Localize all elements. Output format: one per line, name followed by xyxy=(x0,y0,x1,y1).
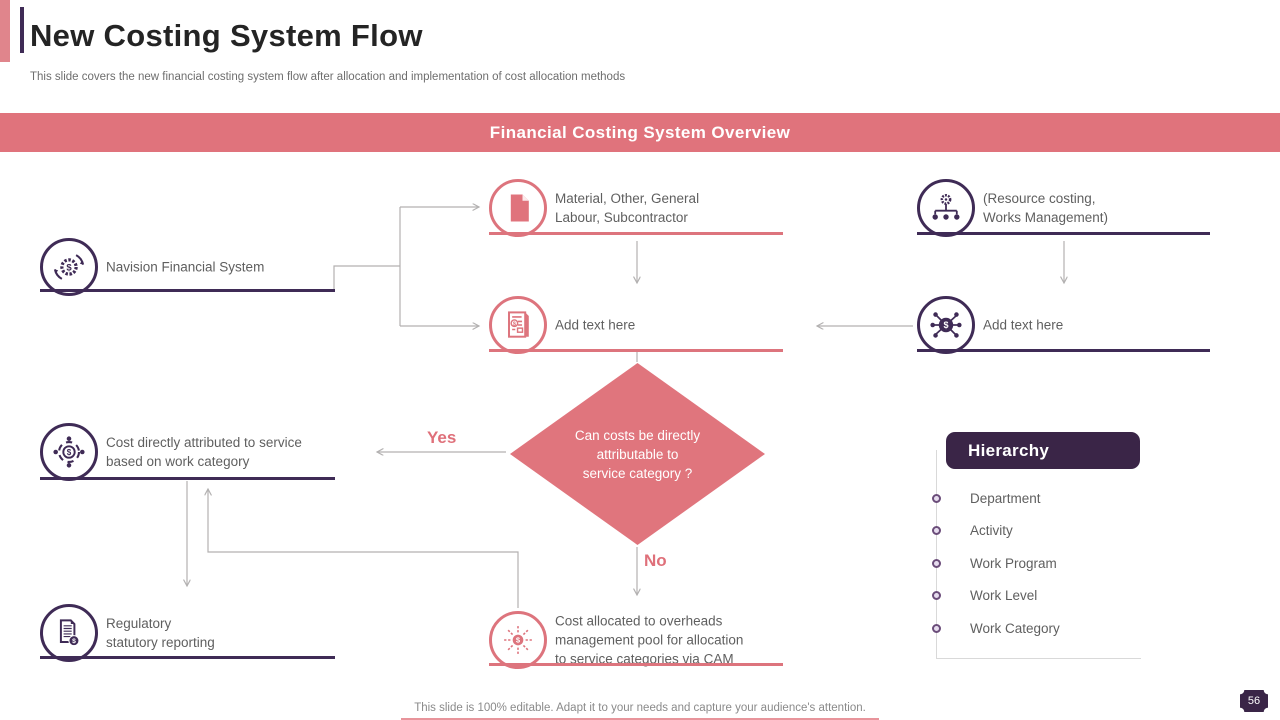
navision-circle: $ xyxy=(40,238,98,296)
report-dollar-icon: $ xyxy=(59,619,80,647)
dollar-spread-icon: $ xyxy=(503,625,533,655)
svg-text:$: $ xyxy=(67,448,72,457)
node-navision-label: Navision Financial System xyxy=(106,259,265,275)
hierarchy-item-work-level: Work Level xyxy=(931,580,1060,613)
node-regulatory: $ Regulatory statutory reporting xyxy=(40,604,215,662)
invoice-icon: $ xyxy=(508,311,529,338)
regulatory-underline xyxy=(40,656,335,659)
page-number: 56 xyxy=(1247,695,1261,707)
hierarchy-item-department: Department xyxy=(931,482,1060,515)
node-cost-allocated: $ Cost allocated to overheads management… xyxy=(489,611,743,669)
material-circle xyxy=(489,179,547,237)
hierarchy-item-work-category: Work Category xyxy=(931,612,1060,645)
svg-text:$: $ xyxy=(72,638,76,645)
add-text-right-circle: $ xyxy=(917,296,975,354)
svg-text:$: $ xyxy=(516,636,521,645)
svg-text:$: $ xyxy=(66,262,72,273)
bullet-icon xyxy=(931,591,941,601)
node-add-text-right: $ Add text here xyxy=(917,296,1063,354)
node-resource: (Resource costing, Works Management) xyxy=(917,179,1108,237)
resource-circle xyxy=(917,179,975,237)
dollar-network-icon: $ xyxy=(930,312,962,338)
bullet-icon xyxy=(931,493,941,503)
cost-allocated-circle: $ xyxy=(489,611,547,669)
bullet-icon xyxy=(931,623,941,633)
title-accent-bar xyxy=(20,7,24,53)
hierarchy-item-activity: Activity xyxy=(931,515,1060,548)
footer-accent-line xyxy=(401,718,879,720)
hierarchy-border-left xyxy=(936,450,937,658)
bullet-icon xyxy=(931,526,941,536)
hierarchy-item-label: Activity xyxy=(970,523,1013,539)
hierarchy-header: Hierarchy xyxy=(946,432,1140,469)
add-text-center-circle: $ xyxy=(489,296,547,354)
decision-no-label: No xyxy=(644,551,667,570)
page-number-badge: 56 xyxy=(1240,690,1268,712)
node-resource-label: (Resource costing, Works Management) xyxy=(983,191,1109,225)
regulatory-label: Regulatory statutory reporting xyxy=(106,616,215,650)
node-add-text-center: $ Add text here xyxy=(489,296,635,354)
cost-direct-label: Cost directly attributed to service base… xyxy=(106,435,302,469)
decision-text: Can costs be directly attributable to se… xyxy=(574,427,701,481)
dollar-orbit-icon: $ xyxy=(53,436,85,468)
node-material: Material, Other, General Labour, Subcont… xyxy=(489,179,699,237)
org-hierarchy-icon xyxy=(932,194,960,220)
corner-accent-bar xyxy=(0,0,10,62)
hierarchy-item-label: Department xyxy=(970,490,1041,506)
node-material-label: Material, Other, General Labour, Subcont… xyxy=(555,191,700,225)
decision-diamond: Can costs be directly attributable to se… xyxy=(510,363,765,545)
document-icon xyxy=(510,194,529,222)
finance-cycle-icon: $ xyxy=(53,254,85,280)
hierarchy-title: Hierarchy xyxy=(968,440,1050,460)
hierarchy-item-label: Work Program xyxy=(970,555,1057,571)
hierarchy-item-label: Work Level xyxy=(970,588,1038,604)
regulatory-circle: $ xyxy=(40,604,98,662)
add-text-right-label[interactable]: Add text here xyxy=(983,317,1064,333)
navision-underline xyxy=(40,289,335,292)
hierarchy-list: Department Activity Work Program Work Le… xyxy=(931,482,1060,645)
page-subtitle: This slide covers the new financial cost… xyxy=(30,71,626,83)
svg-text:$: $ xyxy=(943,320,948,330)
material-underline xyxy=(489,232,783,235)
cost-direct-underline xyxy=(40,477,335,480)
add-text-center-label[interactable]: Add text here xyxy=(555,317,636,333)
resource-underline xyxy=(917,232,1210,235)
cost-allocated-label: Cost allocated to overheads management p… xyxy=(555,613,744,667)
section-banner-title: Financial Costing System Overview xyxy=(489,122,791,142)
cost-direct-circle: $ xyxy=(40,423,98,481)
add-text-center-underline xyxy=(489,349,783,352)
footer-note: This slide is 100% editable. Adapt it to… xyxy=(414,702,866,714)
hierarchy-item-label: Work Category xyxy=(970,620,1060,636)
page-title: New Costing System Flow xyxy=(30,18,423,53)
add-text-right-underline xyxy=(917,349,1210,352)
hierarchy-item-work-program: Work Program xyxy=(931,547,1060,580)
cost-allocated-underline xyxy=(489,663,783,666)
decision-yes-label: Yes xyxy=(427,428,457,447)
section-banner: Financial Costing System Overview xyxy=(0,113,1280,152)
bullet-icon xyxy=(931,558,941,568)
hierarchy-border-bottom xyxy=(936,658,1141,659)
node-cost-direct: $ Cost directly attributed to service ba… xyxy=(40,423,302,481)
svg-text:$: $ xyxy=(513,321,517,327)
node-navision: $ Navision Financial System xyxy=(40,238,264,296)
